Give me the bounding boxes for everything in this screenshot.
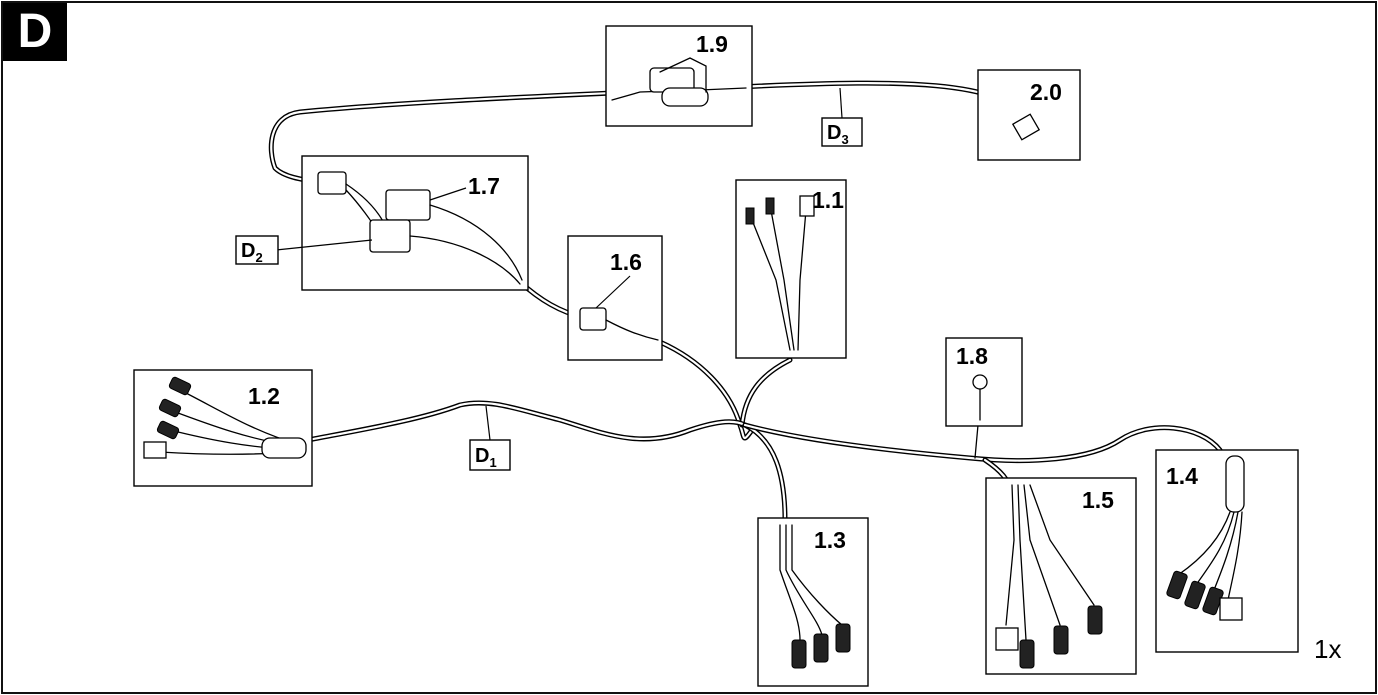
cable-right	[742, 422, 1223, 464]
tag-d2: D2	[235, 235, 373, 265]
part-box-1-8: 1.8	[945, 337, 1023, 427]
tag-d3: D3	[821, 87, 863, 147]
audio-jack-icon	[745, 207, 755, 225]
wire-to-1-8	[974, 424, 979, 459]
part-box-1-9: 1.9	[605, 25, 753, 127]
svg-text:D3: D3	[827, 122, 849, 147]
cable-to-1-1	[739, 357, 793, 428]
rca-plug-icon	[1166, 570, 1188, 600]
section-badge: D	[3, 3, 67, 61]
callout-1-6: 1.6	[610, 249, 642, 275]
callout-1-1: 1.1	[812, 187, 844, 213]
cable-to-1-3	[742, 422, 788, 523]
ring-terminal-icon	[972, 374, 988, 390]
callout-1-9: 1.9	[696, 31, 728, 57]
part-box-1-6: 1.6	[567, 235, 663, 361]
part-box-1-4: 1.4	[1155, 449, 1299, 653]
splitter-block-icon	[385, 189, 431, 221]
callout-1-2: 1.2	[248, 383, 280, 409]
part-box-1-3: 1.3	[757, 517, 869, 687]
part-box-1-7: 1.7	[301, 155, 529, 291]
rca-plug-icon	[168, 376, 192, 396]
callout-1-4: 1.4	[1166, 463, 1198, 489]
molex-connector-icon	[995, 627, 1019, 651]
cable-main-trunk	[657, 339, 755, 441]
part-box-1-5: 1.5	[985, 477, 1137, 675]
callout-2-0: 2.0	[1030, 79, 1062, 105]
rca-plug-icon	[791, 639, 807, 669]
molex-connector-icon	[1219, 597, 1243, 621]
part-box-2-0: 2.0	[977, 69, 1081, 161]
part-box-1-1: 1.1	[735, 179, 847, 359]
connector-icon	[1011, 113, 1041, 141]
molex-connector-icon	[317, 171, 347, 195]
inline-connector-icon	[579, 307, 607, 331]
callout-1-7: 1.7	[468, 173, 500, 199]
part-box-1-2: 1.2	[133, 369, 313, 487]
rca-plug-icon	[1019, 639, 1035, 669]
cable-d3-upper	[268, 80, 1033, 187]
callout-1-8: 1.8	[956, 343, 988, 369]
svg-text:D1: D1	[475, 445, 497, 470]
callout-1-5: 1.5	[1082, 487, 1114, 513]
quantity-label: 1x	[1314, 634, 1341, 664]
callout-1-3: 1.3	[814, 527, 846, 553]
cable-d1-left	[305, 400, 748, 443]
tag-d1: D1	[469, 405, 511, 471]
svg-text:D2: D2	[241, 240, 263, 265]
